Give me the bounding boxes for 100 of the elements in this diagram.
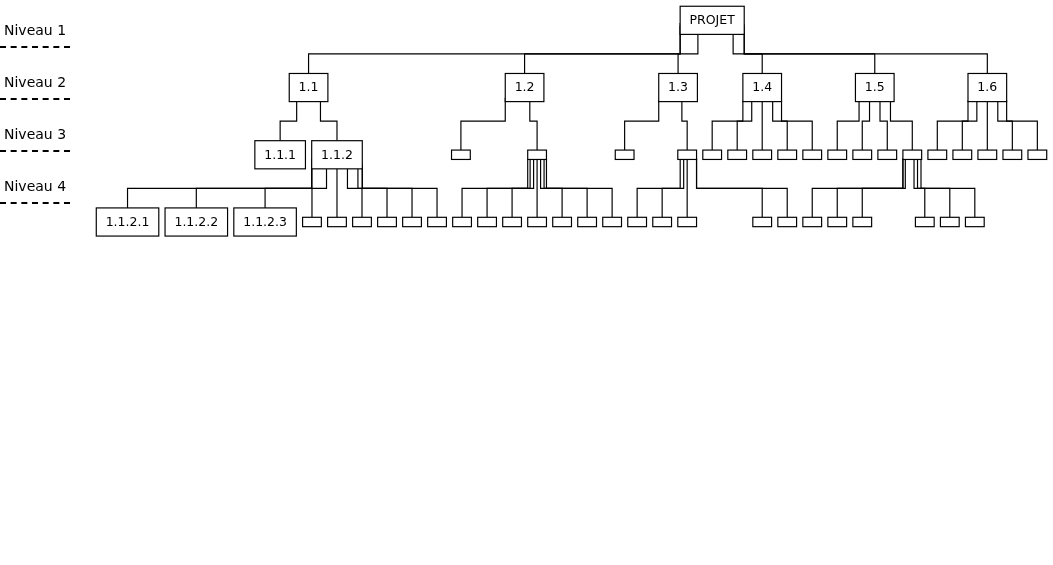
node-box: PROJET (679, 5, 745, 35)
node-box (877, 149, 898, 161)
node-box: 1.1.2 (311, 140, 363, 170)
node-box (452, 216, 472, 228)
node-box (827, 149, 848, 161)
connector (936, 99, 969, 151)
node-box (752, 216, 773, 228)
node-box: 1.6 (967, 72, 1008, 103)
node-box (502, 216, 523, 228)
node-box (552, 216, 573, 228)
node-box (914, 216, 935, 228)
node-box (527, 216, 548, 228)
connector (916, 158, 951, 218)
connector (889, 101, 913, 151)
node-box (450, 149, 471, 161)
connector (461, 158, 529, 218)
connector (545, 158, 613, 218)
node-box (802, 216, 823, 228)
node-box (527, 149, 548, 161)
node-box: 1.1 (288, 72, 329, 103)
node-box (577, 216, 598, 228)
level-label: Niveau 2 (0, 66, 71, 100)
node-box (652, 216, 673, 228)
node-box (727, 149, 748, 161)
node-box (852, 149, 873, 161)
connector (695, 157, 788, 218)
node-box: 1.1.2.2 (164, 207, 229, 237)
node-box (602, 216, 623, 228)
connector (711, 99, 744, 151)
connector (336, 168, 338, 218)
connector (536, 158, 538, 218)
connector (529, 101, 538, 151)
node-box (927, 149, 948, 161)
connector (311, 168, 328, 218)
connector (780, 99, 813, 151)
connector (913, 158, 926, 218)
connector (732, 33, 763, 75)
node-box (1027, 149, 1048, 161)
connector (736, 101, 753, 151)
connector (357, 168, 388, 218)
node-box (752, 149, 773, 161)
node-box (902, 149, 923, 161)
node-box (939, 216, 960, 228)
node-box (952, 149, 973, 161)
node-box (802, 149, 823, 161)
connector (961, 101, 978, 151)
connector (319, 101, 338, 142)
connector (346, 168, 363, 218)
connector (836, 158, 904, 218)
node-box (352, 216, 372, 228)
connector (681, 101, 688, 151)
connector (920, 158, 976, 218)
connector (511, 158, 535, 218)
connector (861, 101, 871, 151)
node-box (977, 149, 998, 161)
connector (879, 101, 888, 151)
node-box (477, 216, 498, 228)
node-box (677, 216, 698, 228)
connector (772, 101, 788, 151)
node-box: 1.4 (742, 72, 783, 103)
level-label: Niveau 3 (0, 118, 71, 152)
connector (836, 101, 860, 151)
node-box (827, 216, 848, 228)
node-box: 1.2 (504, 72, 545, 103)
connector (636, 158, 681, 218)
connector (543, 158, 588, 218)
node-box (402, 216, 422, 228)
connector (686, 158, 688, 218)
node-box: 1.1.2.1 (95, 207, 160, 237)
level-label: Niveau 1 (0, 14, 71, 48)
connector (661, 158, 685, 218)
node-box: 1.5 (854, 72, 895, 103)
node-box (702, 149, 723, 161)
node-box (777, 216, 798, 228)
node-box: 1.1.1 (254, 140, 307, 170)
connector (486, 158, 531, 218)
connector (861, 158, 906, 218)
connector (986, 101, 988, 151)
connector (1006, 99, 1038, 151)
connector (761, 101, 763, 151)
node-box (1002, 149, 1023, 161)
connector (811, 157, 904, 218)
node-box (627, 216, 648, 228)
connector (540, 158, 563, 218)
level-label: Niveau 4 (0, 170, 71, 204)
node-box (377, 216, 397, 228)
connector (624, 99, 660, 151)
connector (279, 101, 298, 142)
node-box (852, 216, 873, 228)
node-box (427, 216, 447, 228)
node-box (614, 149, 635, 161)
node-box: 1.1.2.3 (233, 207, 297, 237)
node-box (777, 149, 798, 161)
node-box: 1.3 (658, 72, 698, 103)
node-box (964, 216, 985, 228)
connector (677, 33, 699, 75)
node-box (327, 216, 347, 228)
node-box (302, 216, 322, 228)
connector (997, 101, 1013, 151)
node-box (677, 149, 698, 161)
